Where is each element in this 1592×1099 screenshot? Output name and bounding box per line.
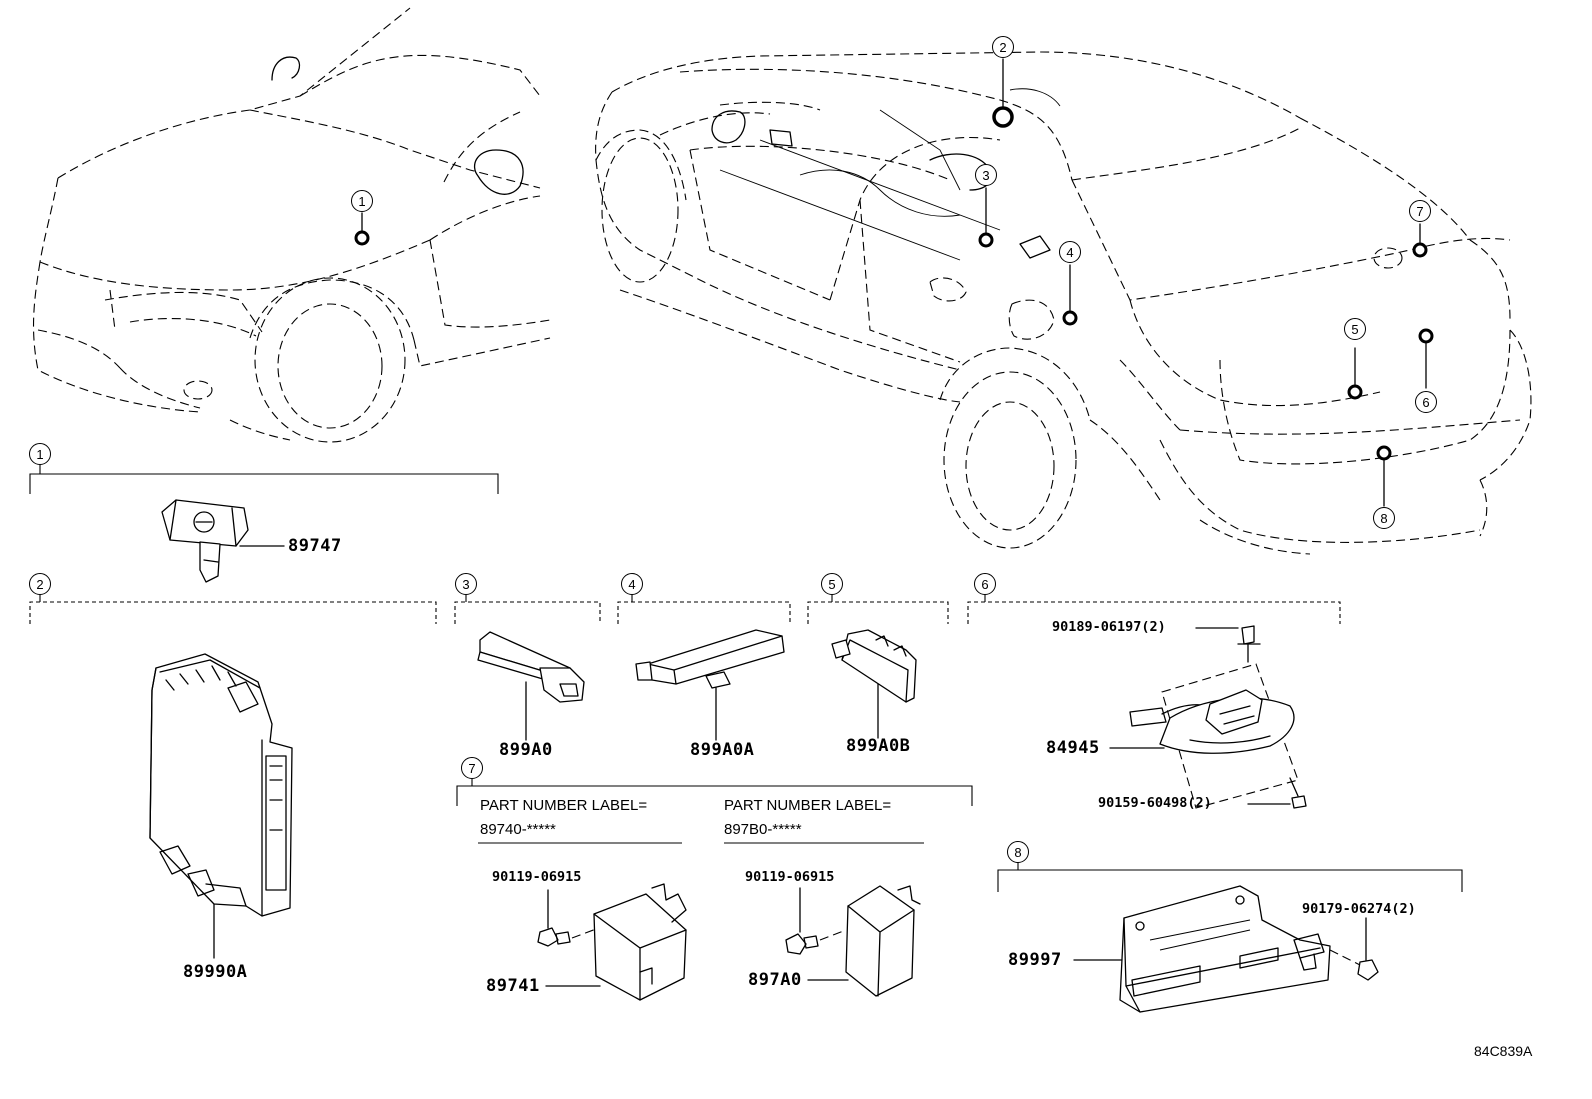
- group-callout-4: 4: [621, 573, 643, 595]
- label-a-line1: PART NUMBER LABEL=: [480, 797, 648, 814]
- location-marker-6: [1418, 328, 1434, 344]
- label-b-line2: 897B0-*****: [724, 821, 802, 838]
- part-number-90159-60498[interactable]: 90159-60498(2): [1098, 795, 1212, 811]
- location-marker-5: [1347, 384, 1363, 400]
- location-marker-4: [1062, 310, 1078, 326]
- part-number-89990A[interactable]: 89990A: [183, 962, 248, 982]
- part-number-89741[interactable]: 89741: [486, 976, 540, 996]
- location-marker-7: [1412, 242, 1428, 258]
- group-callout-6: 6: [974, 573, 996, 595]
- location-marker-1: [354, 230, 370, 246]
- part-899A0B-drawing: [831, 629, 917, 739]
- part-89990A-drawing: [149, 653, 293, 959]
- group-callout-5: 5: [821, 573, 843, 595]
- group-callout-7: 7: [461, 757, 483, 779]
- part-89741-drawing: [537, 883, 687, 1001]
- part-number-899A0[interactable]: 899A0: [499, 740, 553, 760]
- part-number-90189-06197[interactable]: 90189-06197(2): [1052, 619, 1166, 635]
- part-number-90119-06915-b[interactable]: 90119-06915: [745, 869, 835, 885]
- group-brackets: [29, 464, 1463, 892]
- part-89747-drawing: [161, 499, 285, 583]
- group-callout-2: 2: [29, 573, 51, 595]
- callout-4: 4: [1059, 241, 1081, 263]
- group-callout-8: 8: [1007, 841, 1029, 863]
- location-marker-2: [992, 106, 1014, 128]
- location-marker-8: [1376, 445, 1392, 461]
- part-number-90179-06274[interactable]: 90179-06274(2): [1302, 901, 1416, 917]
- part-number-89997[interactable]: 89997: [1008, 950, 1062, 970]
- part-899A0-drawing: [477, 631, 585, 741]
- group-callout-3: 3: [455, 573, 477, 595]
- part-number-899A0A[interactable]: 899A0A: [690, 740, 755, 760]
- part-84945-drawing: [1109, 625, 1307, 809]
- callout-2: 2: [992, 36, 1014, 58]
- label-a-line2: 89740-*****: [480, 821, 556, 838]
- front-car-illustration: [33, 7, 551, 443]
- callout-8: 8: [1373, 507, 1395, 529]
- callout-1: 1: [351, 190, 373, 212]
- part-number-899A0B[interactable]: 899A0B: [846, 736, 911, 756]
- callout-7: 7: [1409, 200, 1431, 222]
- part-number-84945[interactable]: 84945: [1046, 738, 1100, 758]
- callout-3: 3: [975, 164, 997, 186]
- group-callout-1: 1: [29, 443, 51, 465]
- part-899A0A-drawing: [635, 629, 785, 741]
- label-b-line1: PART NUMBER LABEL=: [724, 797, 892, 814]
- callout-5: 5: [1344, 318, 1366, 340]
- part-number-90119-06915-a[interactable]: 90119-06915: [492, 869, 582, 885]
- location-marker-3: [978, 232, 994, 248]
- part-897A0-drawing: [785, 885, 921, 997]
- diagram-reference-code: 84C839A: [1474, 1043, 1533, 1059]
- part-number-89747[interactable]: 89747: [288, 536, 342, 556]
- part-number-897A0[interactable]: 897A0: [748, 970, 802, 990]
- callout-6: 6: [1415, 391, 1437, 413]
- part-89997-drawing: [1073, 885, 1379, 1013]
- rear-car-illustration: [595, 51, 1532, 555]
